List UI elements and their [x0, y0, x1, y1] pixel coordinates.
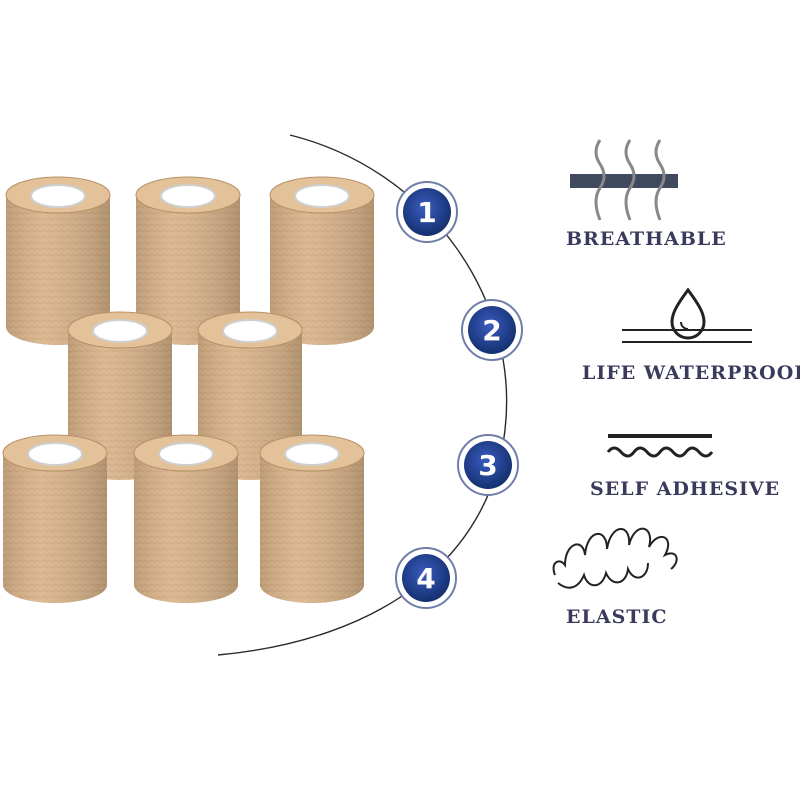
- feature-label-elastic: ELASTIC: [566, 606, 668, 628]
- number-badge-1: 1: [396, 181, 458, 243]
- number-badge-2: 2: [461, 299, 523, 361]
- spring-coil-icon: [552, 527, 678, 589]
- tape-rolls: [2, 176, 375, 603]
- tape-roll: [5, 176, 111, 345]
- tape-roll: [133, 434, 239, 603]
- badge-number: 2: [482, 314, 501, 347]
- number-badge-3: 3: [457, 434, 519, 496]
- badge-number: 4: [416, 562, 435, 595]
- badge-number: 3: [478, 449, 497, 482]
- breathable-icon: [570, 139, 678, 221]
- feature-label-breathable: BREATHABLE: [566, 228, 727, 250]
- feature-label-self-adhesive: SELF ADHESIVE: [590, 478, 781, 500]
- wave-icon: [606, 434, 714, 458]
- badge-number: 1: [417, 196, 436, 229]
- number-badge-4: 4: [395, 547, 457, 609]
- tape-roll: [259, 434, 365, 603]
- water-drop-icon: [622, 287, 752, 343]
- number-badges: 1 2 3 4: [395, 181, 523, 609]
- tape-roll: [2, 434, 108, 603]
- tape-roll: [269, 176, 375, 345]
- tape-roll: [135, 176, 241, 345]
- feature-label-waterproof: LIFE WATERPROOF: [582, 362, 800, 384]
